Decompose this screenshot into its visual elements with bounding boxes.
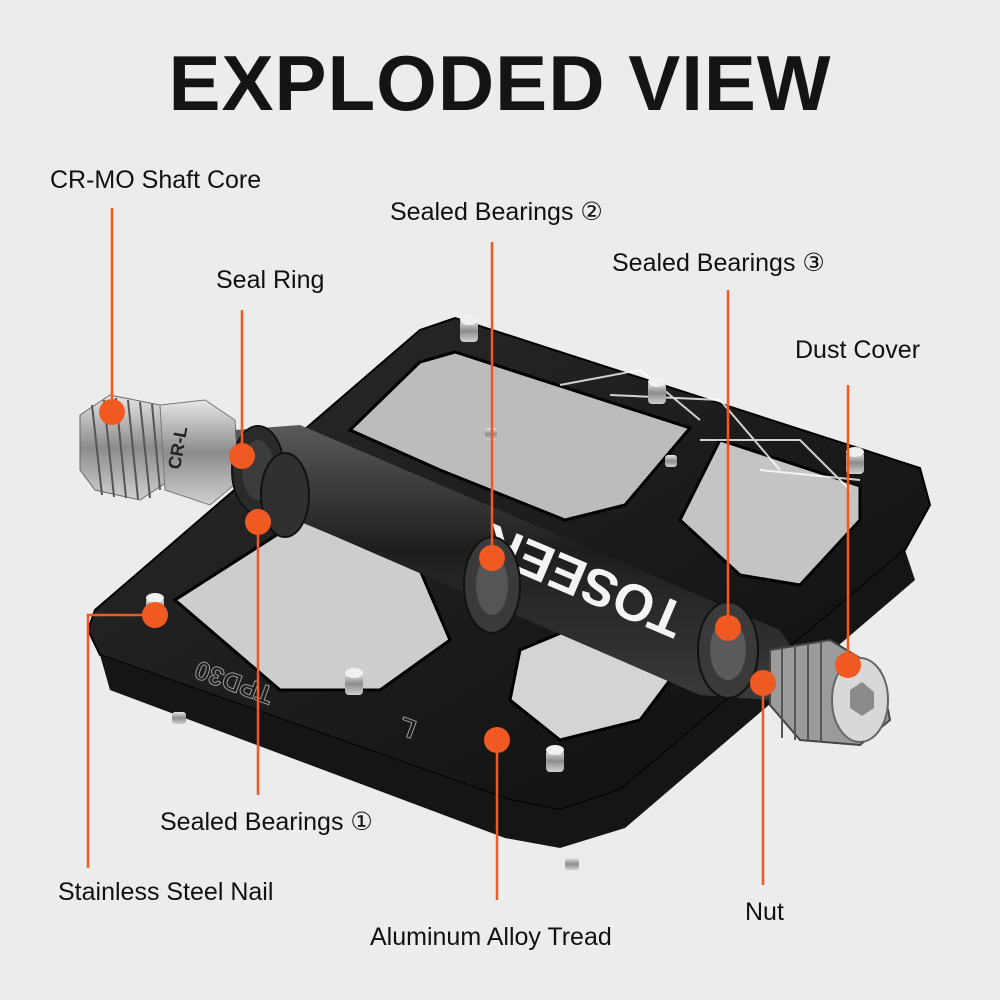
leader-lines <box>86 208 850 900</box>
stud-pin <box>460 315 478 342</box>
label-bearings-1: Sealed Bearings ① <box>160 808 373 836</box>
decorative-lines <box>559 368 861 491</box>
leader-line-steel-nail <box>86 613 155 868</box>
frame-opening-upper <box>347 350 693 522</box>
stud-pins <box>146 315 864 870</box>
label-steel-nail: Stainless Steel Nail <box>58 878 274 906</box>
label-tread: Aluminum Alloy Tread <box>370 923 612 951</box>
label-dust-cover: Dust Cover <box>795 336 921 364</box>
bearing-1 <box>260 452 310 538</box>
dust-cover <box>769 638 892 747</box>
label-shaft-core: CR-MO Shaft Core <box>50 166 262 194</box>
callout-dot-shaft-core <box>99 399 125 425</box>
stud-pin <box>846 447 864 474</box>
callout-dots <box>99 399 861 753</box>
stud-pin <box>565 858 579 870</box>
callout-dot-steel-nail <box>142 602 168 628</box>
callout-dot-nut <box>750 670 776 696</box>
stud-pin <box>546 745 564 772</box>
label-nut: Nut <box>745 898 784 926</box>
callout-dot-bearings-2 <box>479 545 505 571</box>
callout-dot-dust-cover <box>835 652 861 678</box>
hex-socket <box>850 682 874 716</box>
callout-dot-bearings-1 <box>245 509 271 535</box>
threaded-shaft-core <box>79 394 171 501</box>
page-title: EXPLODED VIEW <box>168 39 832 127</box>
callout-dot-tread <box>484 727 510 753</box>
callout-dot-seal-ring <box>229 443 255 469</box>
stud-pin <box>172 712 186 724</box>
pedal-side-face <box>100 550 915 848</box>
callout-dot-bearings-3 <box>715 615 741 641</box>
label-seal-ring: Seal Ring <box>216 266 325 294</box>
label-bearings-2: Sealed Bearings ② <box>390 198 603 226</box>
label-bearings-3: Sealed Bearings ③ <box>612 249 825 277</box>
stud-pin <box>665 455 677 467</box>
stud-pin <box>345 668 363 695</box>
stud-pin <box>648 377 666 404</box>
